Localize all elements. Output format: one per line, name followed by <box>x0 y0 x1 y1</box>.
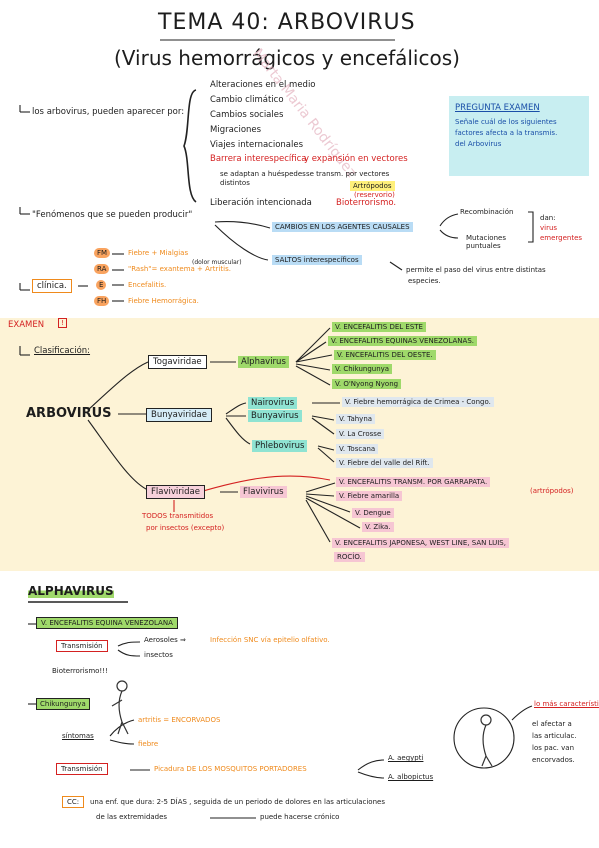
factor-expansion: y expansión en vectores <box>304 154 408 164</box>
vee-transmission-aerosol: Aerosoles ⇒ <box>144 636 186 644</box>
phenomena-emerge: dan: <box>540 214 556 222</box>
page-title: TEMA 40: ARBOVIRUS <box>158 10 416 35</box>
cc-text: de las extremidades <box>96 813 168 821</box>
chik-heading: Chikungunya <box>36 698 90 710</box>
exam-question-line: Señale cuál de los siguientes <box>455 118 557 126</box>
alert-icon: ! <box>58 318 67 328</box>
phenomena-mutations: Mutaciones puntuales <box>466 234 506 250</box>
flavi-virus: V. Zika. <box>362 522 394 532</box>
factor-liberation: Liberación intencionada <box>210 198 312 208</box>
clinic-code: E <box>96 280 107 290</box>
alpha-virus: V. ENCEFALITIS EQUINAS VENEZOLANAS. <box>328 336 477 346</box>
chik-most-text: los pac. van <box>532 744 574 752</box>
alpha-virus: V. ENCEFALITIS DEL ESTE <box>332 322 426 332</box>
exam-question-line: factores afecta a la transmis. <box>455 129 558 137</box>
alphavirus-title: ALPHAVIRUS <box>28 584 114 598</box>
mosquito-species: A. aegypti <box>388 754 424 762</box>
phenomena-jumps: SALTOS interespecíficos <box>272 255 362 265</box>
flavi-virus: V. ENCEFALITIS JAPONESA, WEST LINE, SAN … <box>332 538 509 548</box>
chik-most-label: lo más característico <box>534 700 599 708</box>
clinic-text: Fiebre Hemorrágica. <box>128 297 199 305</box>
phenomena-emerge: virus <box>540 224 558 232</box>
vee-bioterror: Bioterrorismo!!! <box>52 667 108 675</box>
genus-nairovirus: Nairovirus <box>248 397 298 409</box>
bunya-virus: V. Tahyna <box>336 414 376 424</box>
chik-symptom: fiebre <box>138 740 159 748</box>
flavi-virus: V. Fiebre amarilla <box>336 491 403 501</box>
cc-label: CC: <box>62 796 85 808</box>
genus-phlebovirus: Phlebovirus <box>252 440 308 452</box>
factor-barrier: Barrera interespecífica <box>210 154 307 164</box>
chik-symptom: artritis = ENCORVADOS <box>138 716 221 724</box>
family-togaviridae: Togaviridae <box>148 355 207 369</box>
phlebo-virus: V. Toscana <box>336 444 379 454</box>
phlebo-virus: V. Fiebre del valle del Rift. <box>336 458 433 468</box>
factor-arthropods: Artrópodos <box>350 181 395 191</box>
mosquito-species: A. albopictus <box>388 773 434 781</box>
alpha-virus: V. O'Nyong Nyong <box>332 379 402 389</box>
factor-item: Migraciones <box>210 125 262 135</box>
factor-item: Cambios sociales <box>210 110 284 120</box>
bunya-virus: V. La Crosse <box>336 429 385 439</box>
factor-bioterror: Bioterrorismo. <box>336 198 397 208</box>
factor-item: Alteraciones en el medio <box>210 80 316 90</box>
phenomena-jumps-note: especies. <box>408 277 441 285</box>
clinic-text: Encefalitis. <box>128 281 167 289</box>
clinic-text: Fiebre + Mialgias <box>128 249 189 257</box>
exam-marker: EXAMEN <box>8 320 45 330</box>
vee-transmission-insects: insectos <box>144 651 173 659</box>
arbovirus-root: ARBOVIRUS <box>26 406 112 421</box>
clinic-code: FM <box>94 248 111 258</box>
vee-transmission-label: Transmisión <box>56 640 108 652</box>
chik-symptoms-label: síntomas <box>62 732 94 740</box>
flavi-virus: ROCÍO. <box>334 552 365 562</box>
chik-transmission-detail: Picadura DE LOS MOSQUITOS PORTADORES <box>154 765 307 773</box>
clinic-code: FH <box>94 296 110 306</box>
vee-heading: V. ENCEFALITIS EQUINA VENEZOLANA <box>36 617 178 629</box>
clinic-code: RA <box>94 264 110 274</box>
flavi-virus: V. ENCEFALITIS TRANSM. POR GARRAPATA. <box>336 477 491 487</box>
flavi-note: TODOS transmitidos <box>142 512 214 520</box>
classification-label: Clasificación: <box>34 346 91 356</box>
alpha-virus: V. ENCEFALITIS DEL OESTE. <box>334 350 436 360</box>
page-subtitle: (Virus hemorrágicos y encefálicos) <box>114 46 460 70</box>
exam-question-label: PREGUNTA EXAMEN <box>455 103 540 113</box>
nairo-virus: V. Fiebre hemorrágica de Crimea - Congo. <box>342 397 494 407</box>
phenomena-jumps-note: permite el paso del virus entre distinta… <box>406 266 546 274</box>
flavi-virus: V. Dengue <box>352 508 394 518</box>
flavi-note: por insectos (excepto) <box>146 524 225 532</box>
exam-question-line: del Arbovirus <box>455 140 502 148</box>
chik-most-text: las articulac. <box>532 732 577 740</box>
alpha-virus: V. Chikungunya <box>332 364 393 374</box>
phenomena-recomb: Recombinación <box>460 208 514 216</box>
phenomena-changes: CAMBIOS EN LOS AGENTES CAUSALES <box>272 222 413 232</box>
phenomena-intro: "Fenómenos que se pueden producir" <box>32 210 193 220</box>
chik-most-text: encorvados. <box>532 756 575 764</box>
family-bunyaviridae: Bunyaviridae <box>146 408 212 422</box>
clinic-label: clínica. <box>32 279 72 293</box>
factors-intro: los arbovirus, pueden aparecer por: <box>32 107 185 117</box>
family-flaviviridae: Flaviviridae <box>146 485 205 499</box>
factor-reservoirs: (reservorio) <box>354 191 395 199</box>
clinic-text: "Rash"= exantema + Artritis. <box>128 265 231 273</box>
cc-text: puede hacerse crónico <box>260 813 340 821</box>
genus-alphavirus: Alphavirus <box>238 356 289 368</box>
vee-transmission-detail: Infección SNC vía epitelio olfativo. <box>210 636 330 644</box>
phenomena-emerge: emergentes <box>540 234 583 242</box>
flavi-arthropods: (artrópodos) <box>530 487 574 495</box>
genus-flavivirus: Flavivirus <box>240 486 287 498</box>
chik-transmission-label: Transmisión <box>56 763 108 775</box>
factor-adapt: se adaptan a huéspedes distintos <box>220 170 306 187</box>
genus-bunyavirus: Bunyavirus <box>248 410 302 422</box>
factor-transmit: se transm. por vectores <box>306 170 390 178</box>
chik-most-text: el afectar a <box>532 720 572 728</box>
cc-text: una enf. que dura: 2-5 DÍAS , seguida de… <box>90 798 385 806</box>
clinic-note: (dolor muscular) <box>192 259 242 266</box>
exam-question-box <box>449 96 589 176</box>
factor-item: Cambio climático <box>210 95 284 105</box>
factor-item: Viajes internacionales <box>210 140 304 150</box>
